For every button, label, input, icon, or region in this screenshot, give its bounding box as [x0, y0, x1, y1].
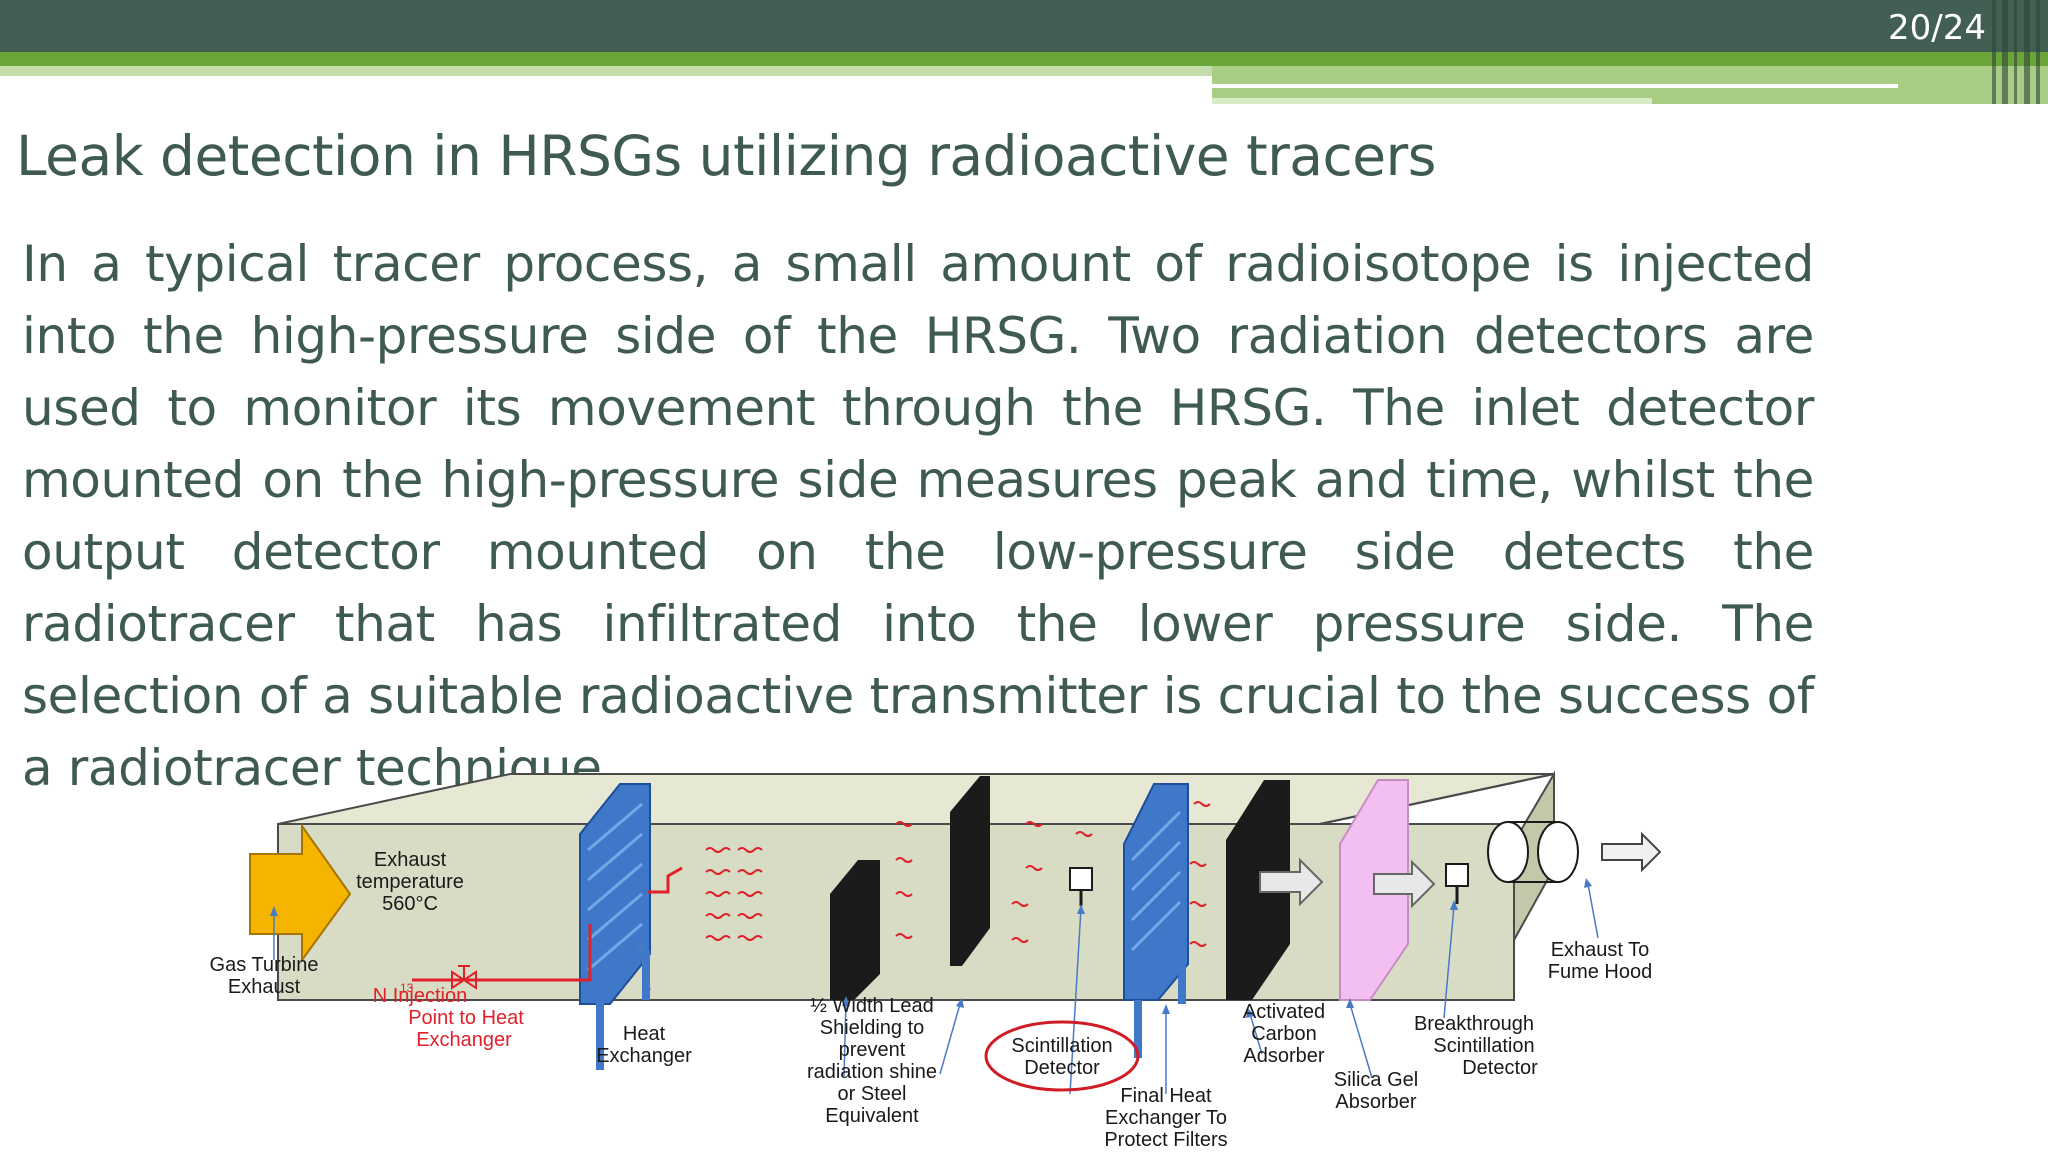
svg-text:prevent: prevent	[839, 1039, 906, 1061]
page-number: 20/24	[1888, 8, 1986, 48]
tracer-particles	[705, 801, 1211, 947]
lead-shielding-2-icon	[950, 776, 990, 966]
label-scintillation: Scintillation	[1011, 1035, 1112, 1057]
svg-text:Absorber: Absorber	[1335, 1091, 1416, 1113]
header-band	[0, 0, 2048, 52]
exhaust-arrow-icon	[1601, 831, 1662, 873]
lead-shielding-1-icon	[830, 860, 880, 1000]
svg-text:Detector: Detector	[1024, 1057, 1100, 1079]
header-decor-stripes	[1988, 0, 2048, 104]
svg-text:Point to Heat: Point to Heat	[408, 1007, 524, 1029]
svg-text:560°C: 560°C	[382, 893, 438, 915]
hrsg-leak-detection-diagram: Exhaust temperature 560°C Gas Turbine Ex…	[210, 770, 1662, 1151]
flow-arrow-icon	[1259, 857, 1324, 907]
label-lead-shielding: ½ Width Lead	[810, 995, 933, 1017]
header-stripe	[0, 52, 2048, 66]
label-exhaust-hood: Exhaust To	[1551, 939, 1650, 961]
slide-body: In a typical tracer process, a small amo…	[22, 235, 1814, 797]
slide-title: Leak detection in HRSGs utilizing radioa…	[16, 124, 1436, 188]
label-carbon: Activated	[1243, 1001, 1325, 1023]
label-breakthrough: Breakthrough	[1414, 1013, 1534, 1035]
label-exhaust-temp: Exhaust	[374, 849, 447, 871]
label-heat-exchanger: Heat	[623, 1023, 666, 1045]
label-injection: N Injection	[373, 985, 468, 1007]
flow-arrow-2-icon	[1373, 859, 1436, 909]
outlet-pipe-icon	[1487, 821, 1529, 883]
svg-text:Detector: Detector	[1462, 1057, 1538, 1079]
svg-text:Protect Filters: Protect Filters	[1104, 1129, 1227, 1151]
label-silica: Silica Gel	[1334, 1069, 1418, 1091]
duct-front	[277, 823, 1515, 1001]
final-heat-exchanger-icon	[1123, 783, 1189, 1001]
svg-text:radiation shine: radiation shine	[807, 1061, 937, 1083]
scintillation-highlight	[984, 1020, 1140, 1092]
svg-text:Exchanger To: Exchanger To	[1105, 1107, 1227, 1129]
svg-text:Scintillation: Scintillation	[1433, 1035, 1534, 1057]
svg-text:Adsorber: Adsorber	[1243, 1045, 1324, 1067]
header-line-lower	[1212, 98, 1652, 104]
label-injection-sup: 13	[400, 981, 414, 995]
svg-text:Fume Hood: Fume Hood	[1548, 961, 1653, 983]
header-stripe-light	[0, 66, 1212, 76]
svg-text:Shielding to: Shielding to	[820, 1017, 925, 1039]
svg-text:temperature: temperature	[356, 871, 464, 893]
svg-text:Exchanger: Exchanger	[596, 1045, 692, 1067]
svg-text:Carbon: Carbon	[1251, 1023, 1317, 1045]
svg-text:or Steel: or Steel	[838, 1083, 907, 1105]
scintillation-detector-icon	[1069, 867, 1093, 891]
label-final-heat: Final Heat	[1120, 1085, 1212, 1107]
injection-line	[412, 924, 592, 982]
svg-text:Exchanger: Exchanger	[416, 1029, 512, 1051]
gas-turbine-arrow-icon	[249, 822, 352, 964]
label-gas-turbine: Gas Turbine	[210, 954, 319, 976]
activated-carbon-icon	[1226, 780, 1290, 1000]
svg-text:Exhaust: Exhaust	[228, 976, 301, 998]
valve-icon	[451, 970, 466, 990]
header-line	[1212, 84, 1898, 88]
svg-text:Equivalent: Equivalent	[825, 1105, 919, 1127]
breakthrough-detector-icon	[1445, 863, 1469, 887]
